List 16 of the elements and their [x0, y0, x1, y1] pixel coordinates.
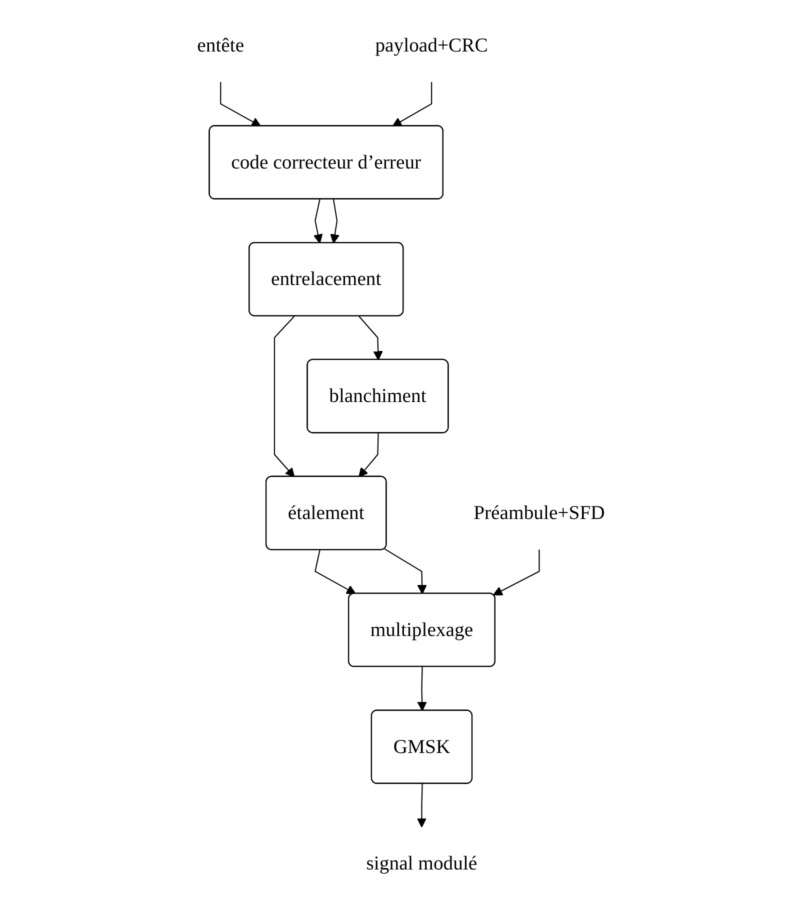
- arrow: [384, 548, 427, 594]
- arrow: [274, 316, 295, 478]
- arrow: [358, 316, 383, 360]
- arrow: [330, 199, 340, 244]
- arrow: [416, 784, 427, 828]
- node-text: payload+CRC: [375, 34, 488, 56]
- arrow: [313, 199, 323, 244]
- arrow: [492, 550, 540, 596]
- arrow: [392, 82, 432, 127]
- arrow: [417, 666, 427, 712]
- arrow: [314, 550, 356, 594]
- node-text: entête: [197, 34, 244, 56]
- node-text: signal modulé: [366, 852, 478, 874]
- arrow: [220, 82, 262, 127]
- node-text: Préambule+SFD: [474, 501, 605, 524]
- arrow: [358, 433, 379, 478]
